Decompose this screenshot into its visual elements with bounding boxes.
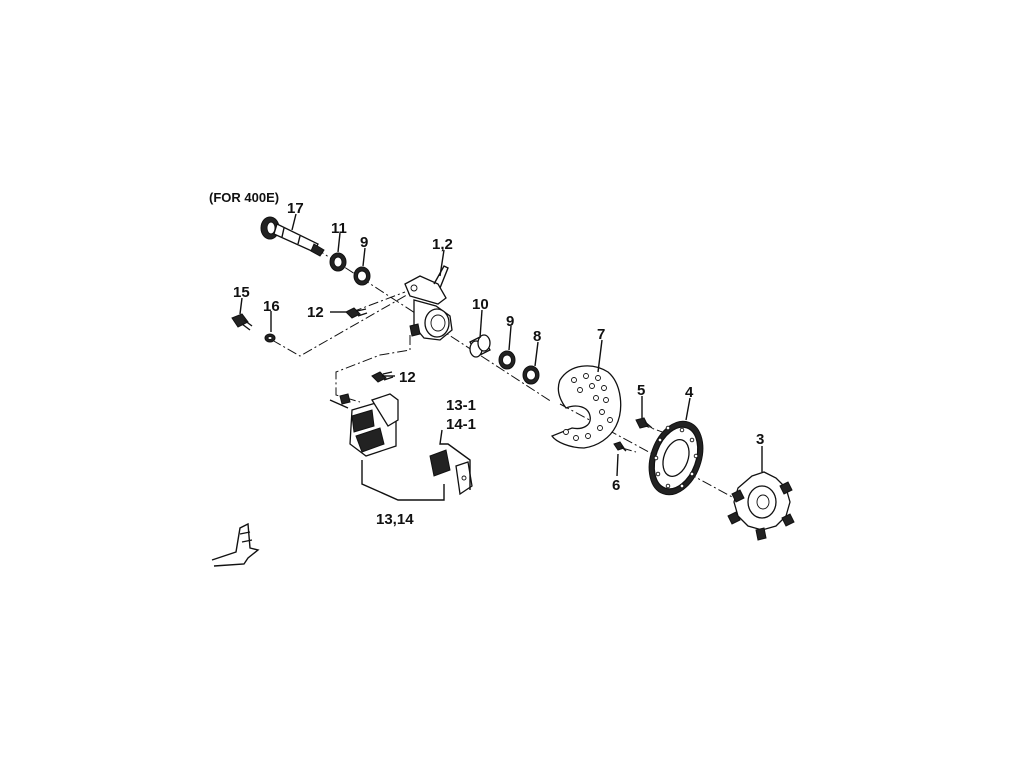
label-17: 17	[287, 200, 304, 217]
part-11-oil-seal	[329, 252, 347, 272]
part-17-axle-shaft	[260, 216, 325, 257]
label-9-lower: 9	[506, 313, 514, 330]
label-13-1: 13-1	[446, 397, 476, 414]
label-12-lower: 12	[399, 369, 416, 386]
label-15: 15	[233, 284, 250, 301]
label-7: 7	[597, 326, 605, 343]
label-6: 6	[612, 477, 620, 494]
label-14-1: 14-1	[446, 416, 476, 433]
part-labels: (FOR 400E) 17 11 9 1,2 15 16 12 10 9 8 7…	[209, 190, 764, 528]
label-8: 8	[533, 328, 541, 345]
part-15-bolt	[231, 313, 253, 331]
brake-disc-holes	[653, 425, 699, 489]
direction-indicator-icon	[211, 522, 260, 567]
label-3: 3	[756, 431, 764, 448]
disc-guard-holes	[563, 373, 613, 441]
label-5: 5	[637, 382, 645, 399]
note-for-400e: (FOR 400E)	[209, 190, 279, 205]
leader-lines	[239, 213, 763, 501]
part-8-oil-seal	[522, 365, 540, 385]
part-12-bolt-lower	[371, 371, 394, 383]
part-6-bolt	[613, 441, 627, 452]
label-11: 11	[331, 220, 347, 237]
part-12-bolt-upper	[345, 307, 368, 319]
part-1-2-steering-knuckle	[404, 265, 453, 341]
label-1-2: 1,2	[432, 236, 453, 253]
label-12-upper: 12	[307, 304, 324, 321]
part-5-bolt	[635, 417, 653, 429]
label-13-14: 13,14	[376, 511, 414, 528]
part-13-14-brake-caliper	[329, 393, 399, 457]
part-3-wheel-hub	[727, 471, 795, 541]
part-9-bearing-lower	[498, 350, 516, 370]
part-10-collar	[469, 334, 491, 358]
part-4-brake-disc	[648, 420, 704, 496]
part-13-1-14-1-brake-pads	[429, 449, 473, 496]
label-10: 10	[472, 296, 489, 313]
label-4: 4	[685, 384, 694, 401]
part-9-bearing-upper	[353, 266, 371, 286]
label-16: 16	[263, 298, 280, 315]
part-16-washer	[264, 333, 276, 343]
label-9-upper: 9	[360, 234, 368, 251]
part-7-disc-guard	[551, 365, 622, 449]
